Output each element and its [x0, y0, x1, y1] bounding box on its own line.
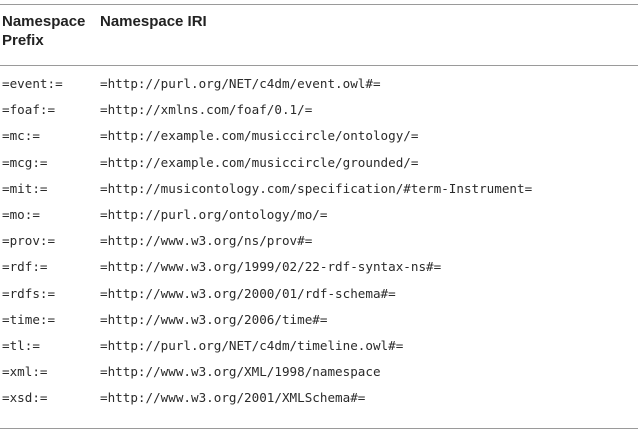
namespace-prefix-cell: =mit:= — [2, 180, 48, 196]
table-body: =event:= =http://purl.org/NET/c4dm/event.… — [0, 76, 638, 416]
table-row: =xsd:= =http://www.w3.org/2001/XMLSchema#… — [0, 390, 638, 416]
table-row: =mcg:= =http://example.com/musiccircle/gr… — [0, 155, 638, 181]
header-iri: Namespace IRI — [100, 13, 207, 30]
header-prefix-line2: Prefix — [2, 32, 44, 49]
namespace-iri-cell: =http://purl.org/NET/c4dm/timeline.owl#= — [100, 337, 404, 353]
namespace-iri-cell: =http://example.com/musiccircle/ontology… — [100, 128, 419, 144]
table-row: =foaf:= =http://xmlns.com/foaf/0.1/= — [0, 102, 638, 128]
table-row: =mit:= =http://musicontology.com/specific… — [0, 181, 638, 207]
namespace-iri-cell: =http://www.w3.org/ns/prov#= — [100, 233, 313, 249]
namespace-prefix-cell: =tl:= — [2, 337, 40, 353]
table-row: =prov:= =http://www.w3.org/ns/prov#= — [0, 233, 638, 259]
namespace-prefix-cell: =prov:= — [2, 233, 56, 249]
namespace-iri-cell: =http://musicontology.com/specification/… — [100, 180, 533, 196]
table-row: =mc:= =http://example.com/musiccircle/ont… — [0, 128, 638, 154]
namespace-iri-cell: =http://www.w3.org/2006/time#= — [100, 311, 328, 327]
namespace-iri-cell: =http://www.w3.org/XML/1998/namespace — [100, 364, 381, 380]
table-row: =tl:= =http://purl.org/NET/c4dm/timeline.… — [0, 338, 638, 364]
header-prefix: Namespace Prefix — [2, 12, 98, 50]
table-top-rule — [0, 4, 638, 5]
table-header-rule — [0, 65, 638, 66]
table-row: =mo:= =http://purl.org/ontology/mo/= — [0, 207, 638, 233]
namespace-iri-cell: =http://www.w3.org/1999/02/22-rdf-syntax… — [100, 259, 442, 275]
table-header: Namespace Prefix Namespace IRI — [0, 12, 638, 58]
namespace-prefix-cell: =rdfs:= — [2, 285, 56, 301]
header-prefix-line1: Namespace — [2, 13, 86, 30]
table-row: =rdf:= =http://www.w3.org/1999/02/22-rdf-… — [0, 259, 638, 285]
namespace-prefix-cell: =mcg:= — [2, 154, 48, 170]
namespace-prefix-cell: =time:= — [2, 311, 56, 327]
table-bottom-rule — [0, 428, 638, 429]
table-row: =time:= =http://www.w3.org/2006/time#= — [0, 312, 638, 338]
namespace-prefix-cell: =rdf:= — [2, 259, 48, 275]
table-row: =event:= =http://purl.org/NET/c4dm/event.… — [0, 76, 638, 102]
namespace-prefix-cell: =xml:= — [2, 364, 48, 380]
namespace-prefix-cell: =mc:= — [2, 128, 40, 144]
namespace-prefix-cell: =xsd:= — [2, 390, 48, 406]
namespace-iri-cell: =http://www.w3.org/2000/01/rdf-schema#= — [100, 285, 396, 301]
namespace-iri-cell: =http://xmlns.com/foaf/0.1/= — [100, 102, 313, 118]
namespace-iri-cell: =http://purl.org/ontology/mo/= — [100, 206, 328, 222]
namespace-prefix-cell: =event:= — [2, 76, 63, 91]
namespace-prefix-cell: =mo:= — [2, 206, 40, 222]
table-row: =rdfs:= =http://www.w3.org/2000/01/rdf-sc… — [0, 286, 638, 312]
namespace-prefix-cell: =foaf:= — [2, 102, 56, 118]
table-row: =xml:= =http://www.w3.org/XML/1998/namesp… — [0, 364, 638, 390]
namespace-iri-cell: =http://purl.org/NET/c4dm/event.owl#= — [100, 76, 381, 91]
namespace-iri-cell: =http://www.w3.org/2001/XMLSchema#= — [100, 390, 366, 406]
namespace-iri-cell: =http://example.com/musiccircle/grounded… — [100, 154, 419, 170]
